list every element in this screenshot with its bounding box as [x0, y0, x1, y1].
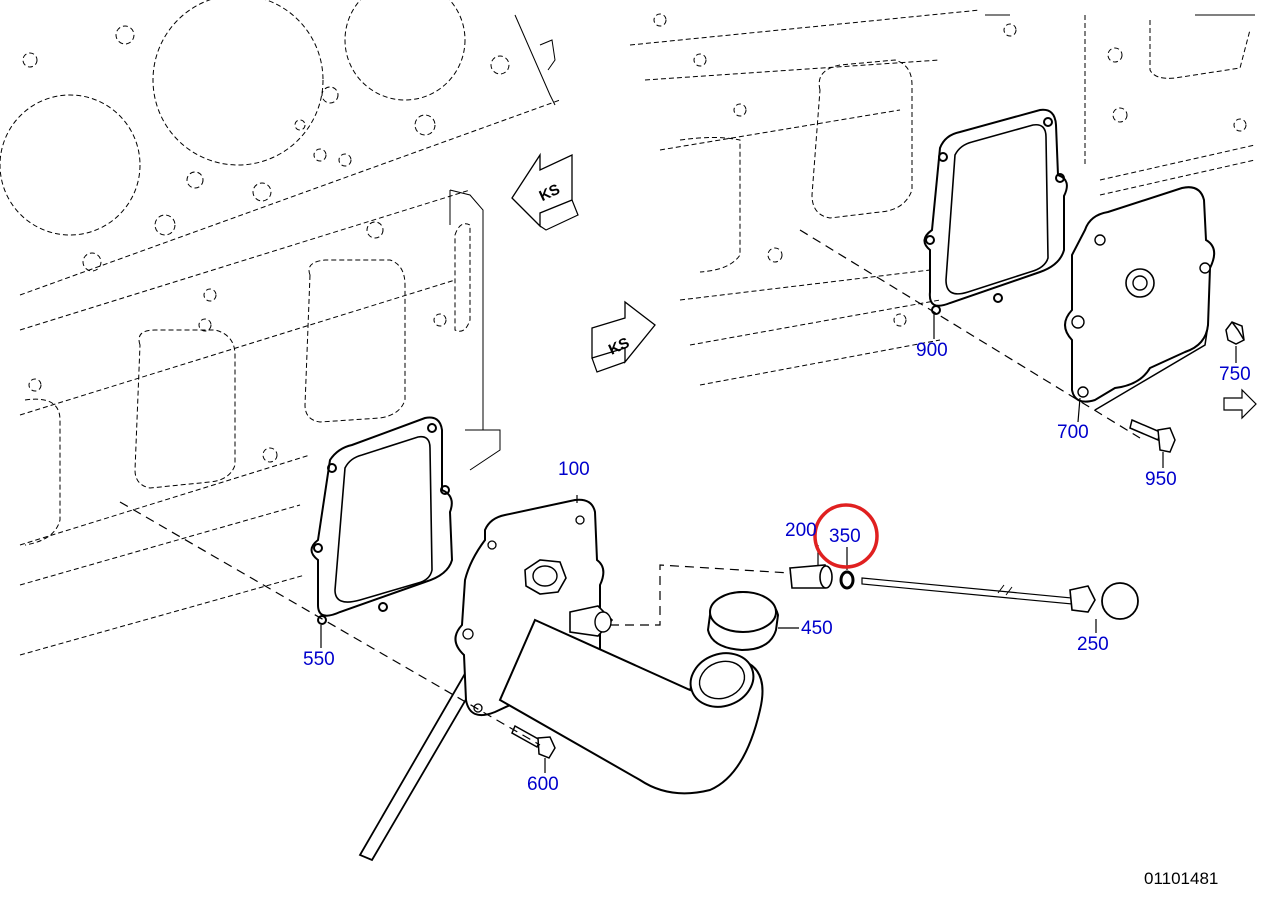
bolt-950 [1129, 418, 1176, 453]
bolt-600 [511, 724, 556, 759]
callout-700[interactable]: 700 [1057, 422, 1089, 443]
sleeve-200 [789, 564, 833, 589]
next-page-arrow[interactable] [1223, 388, 1257, 420]
gasket-900 [923, 108, 1068, 315]
filler-housing-100 [358, 498, 764, 862]
drawing-number: 01101481 [1144, 869, 1219, 888]
callout-450[interactable]: 450 [801, 618, 833, 639]
callout-900[interactable]: 900 [916, 340, 948, 361]
ks-arrow-upper: KS [511, 152, 579, 231]
o-ring-350 [839, 570, 855, 590]
ks-arrow-lower: KS [591, 300, 656, 373]
engine-block-right [629, 9, 1256, 386]
dipstick-250 [861, 577, 1139, 620]
assembly-lines [119, 229, 1141, 746]
callout-600[interactable]: 600 [527, 774, 559, 795]
cap-450 [706, 590, 780, 652]
engine-block-left-outline [449, 14, 556, 471]
callout-350[interactable]: 350 [829, 526, 861, 547]
cover-plate-700 [1064, 186, 1216, 411]
engine-block-left [0, 0, 561, 656]
callout-200[interactable]: 200 [785, 520, 817, 541]
callout-950[interactable]: 950 [1145, 469, 1177, 490]
highlight-circle [813, 503, 879, 569]
callout-750[interactable]: 750 [1219, 364, 1251, 385]
callout-250[interactable]: 250 [1077, 634, 1109, 655]
callout-100[interactable]: 100 [558, 459, 590, 480]
plug-750 [1225, 321, 1245, 345]
gasket-550 [310, 416, 454, 625]
callout-550[interactable]: 550 [303, 649, 335, 670]
